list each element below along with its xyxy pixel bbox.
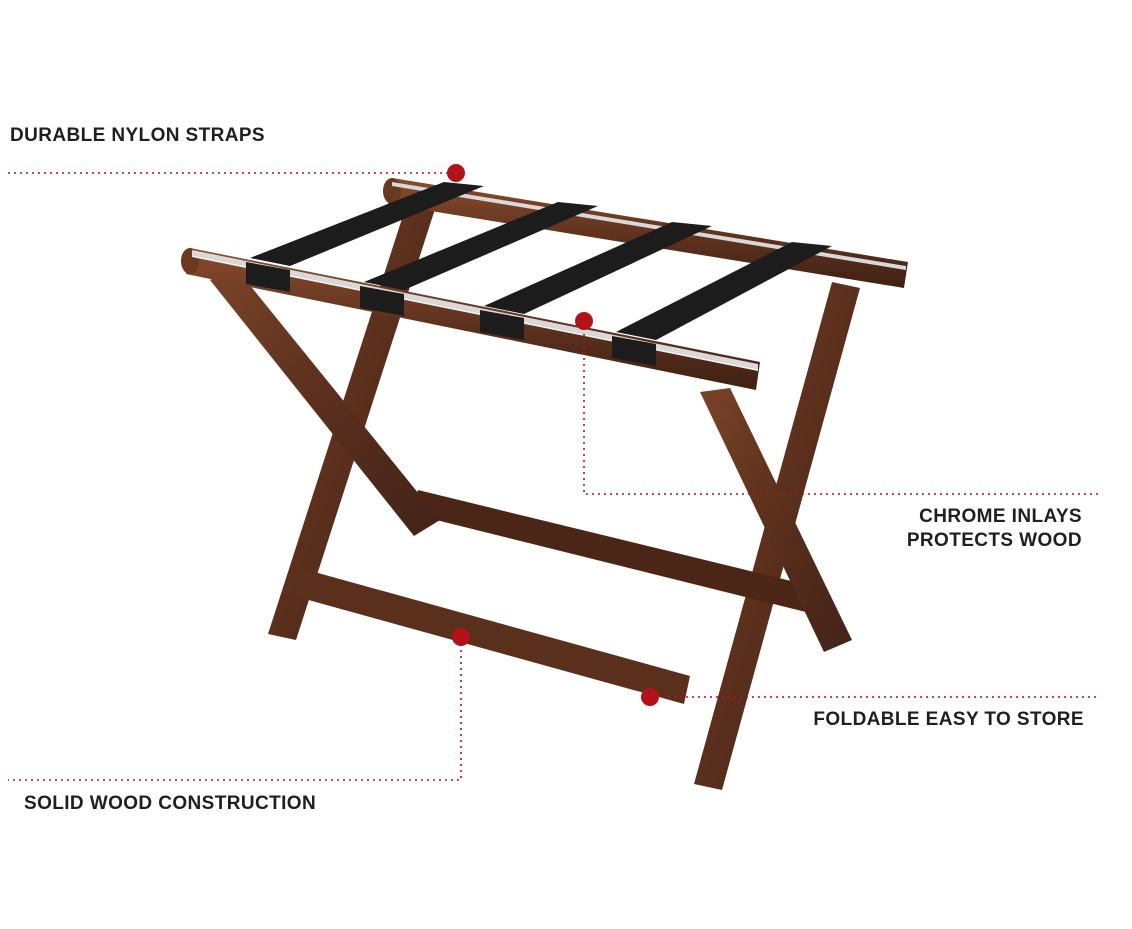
strap-4 (616, 242, 832, 340)
straps-callout-text: DURABLE NYLON STRAPS (10, 125, 266, 146)
strap-2 (364, 202, 598, 290)
front-cross-bar (294, 568, 690, 704)
straps-callout-label: DURABLE NYLON STRAPS (10, 124, 265, 148)
leader-lines (8, 172, 1098, 781)
chrome-callout-line1: CHROME INLAYS (919, 506, 1082, 527)
strap-1 (250, 182, 484, 266)
chrome-dot (575, 312, 593, 330)
straps-dot (447, 164, 465, 182)
wood-dot (452, 628, 470, 646)
wood-callout-label: SOLID WOOD CONSTRUCTION (24, 792, 316, 816)
foldable-callout-text: FOLDABLE EASY TO STORE (813, 709, 1084, 730)
front-right-leg (700, 388, 852, 652)
strap-3 (484, 222, 712, 314)
front-left-leg (210, 268, 440, 536)
wood-callout-text: SOLID WOOD CONSTRUCTION (24, 793, 317, 814)
chrome-callout-label: CHROME INLAYS PROTECTS WOOD (907, 505, 1082, 553)
wood-leader-line (8, 638, 462, 781)
chrome-callout-line2: PROTECTS WOOD (906, 530, 1082, 551)
foldable-dot (641, 688, 659, 706)
nylon-straps (246, 182, 832, 366)
foldable-callout-label: FOLDABLE EASY TO STORE (813, 708, 1084, 732)
rear-cross-bar (412, 490, 828, 616)
callout-dots (447, 164, 659, 706)
